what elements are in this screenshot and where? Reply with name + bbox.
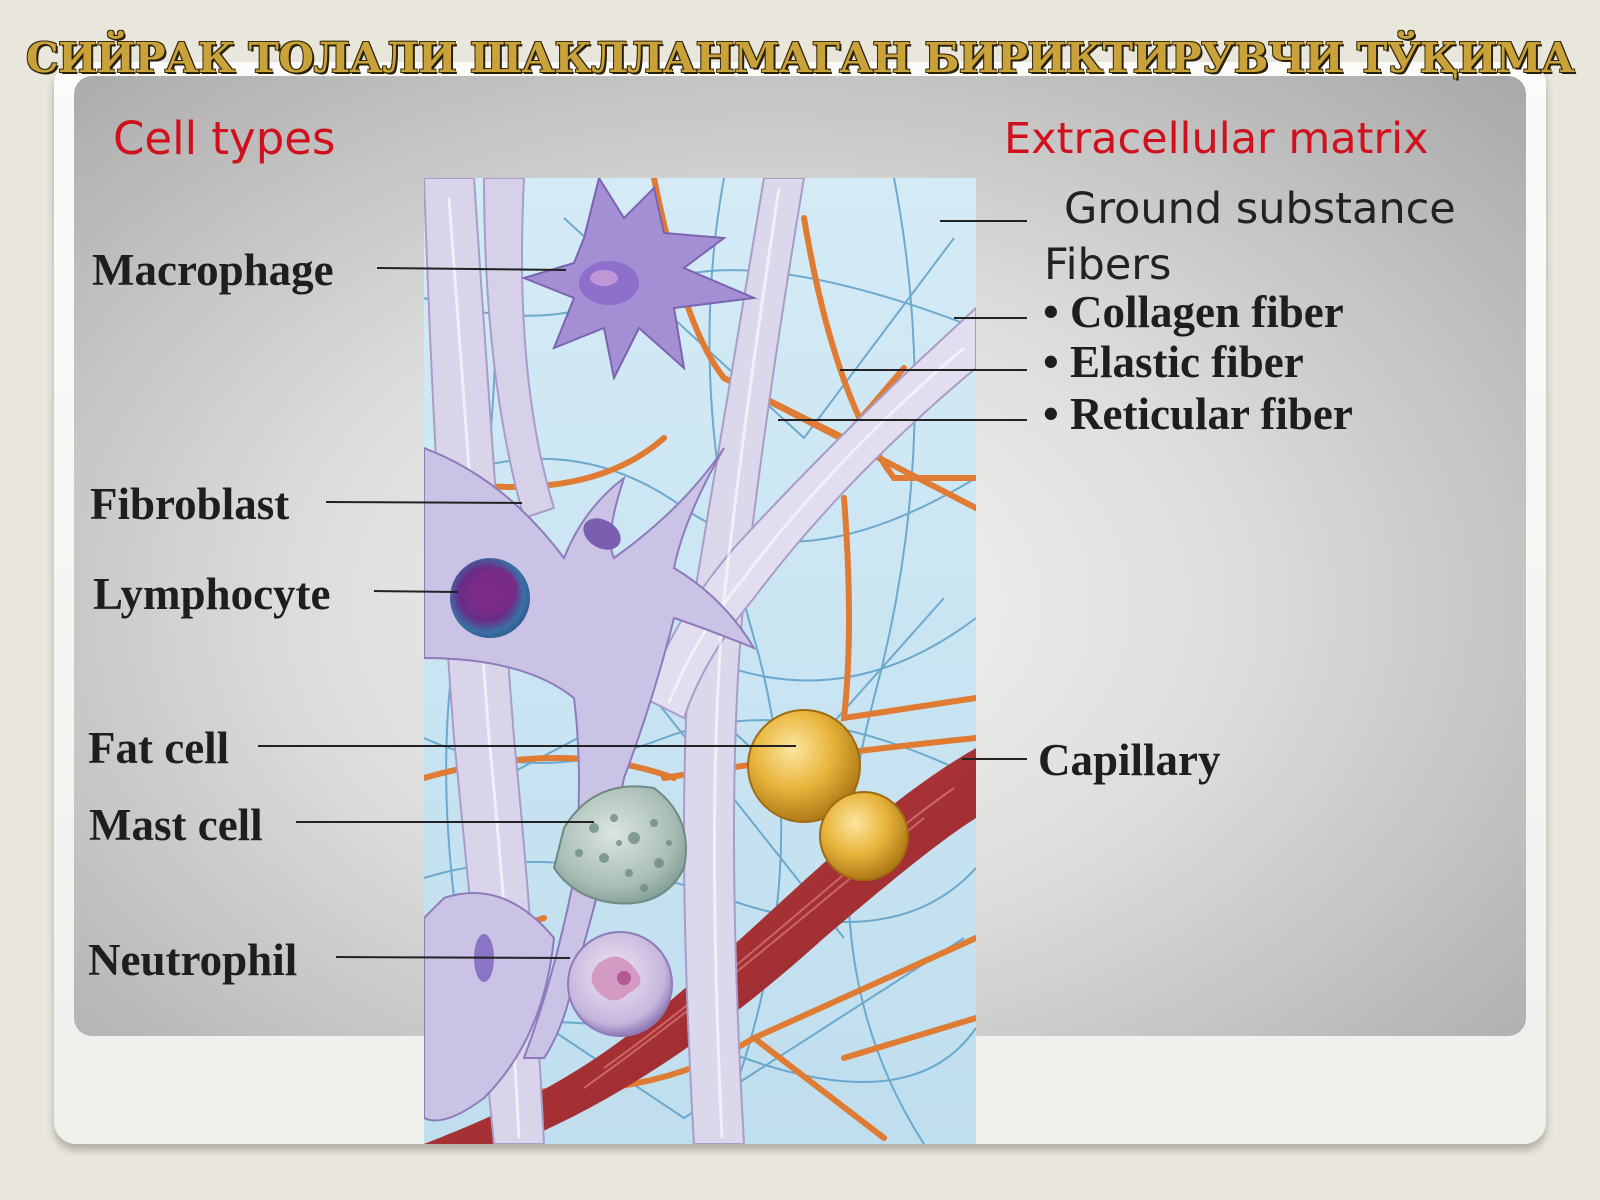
- macrophage-cell: [520, 178, 758, 382]
- label-collagen-fiber: • Collagen fiber: [1043, 287, 1344, 337]
- extracellular-matrix-heading: Extracellular matrix: [1004, 114, 1429, 164]
- fibroblast-nucleus: [583, 518, 621, 550]
- label-neutrophil: Neutrophil: [88, 935, 298, 985]
- cell-types-heading: Cell types: [113, 112, 336, 165]
- slide-title: СИЙРАК ТОЛАЛИ ШАКЛЛАНМАГАН БИРИКТИРУВЧИ …: [25, 34, 1575, 82]
- label-mast-cell: Mast cell: [89, 800, 263, 850]
- label-capillary: Capillary: [1038, 735, 1221, 785]
- lymphocyte-cell: [450, 558, 530, 638]
- label-fibers: Fibers: [1044, 240, 1172, 290]
- label-macrophage: Macrophage: [92, 245, 334, 295]
- label-ground-substance: Ground substance: [1064, 184, 1456, 234]
- connective-tissue-illustration: [424, 178, 976, 1144]
- label-lymphocyte: Lymphocyte: [93, 569, 331, 619]
- label-fibroblast: Fibroblast: [90, 479, 290, 529]
- neutrophil-cell: [567, 931, 673, 1037]
- label-reticular-fiber: • Reticular fiber: [1043, 389, 1353, 439]
- capillary-vessel: [424, 748, 976, 1144]
- label-elastic-fiber: • Elastic fiber: [1043, 337, 1304, 387]
- label-fat-cell: Fat cell: [88, 723, 230, 773]
- mast-cell: [552, 785, 687, 905]
- fat-cells: [747, 709, 909, 881]
